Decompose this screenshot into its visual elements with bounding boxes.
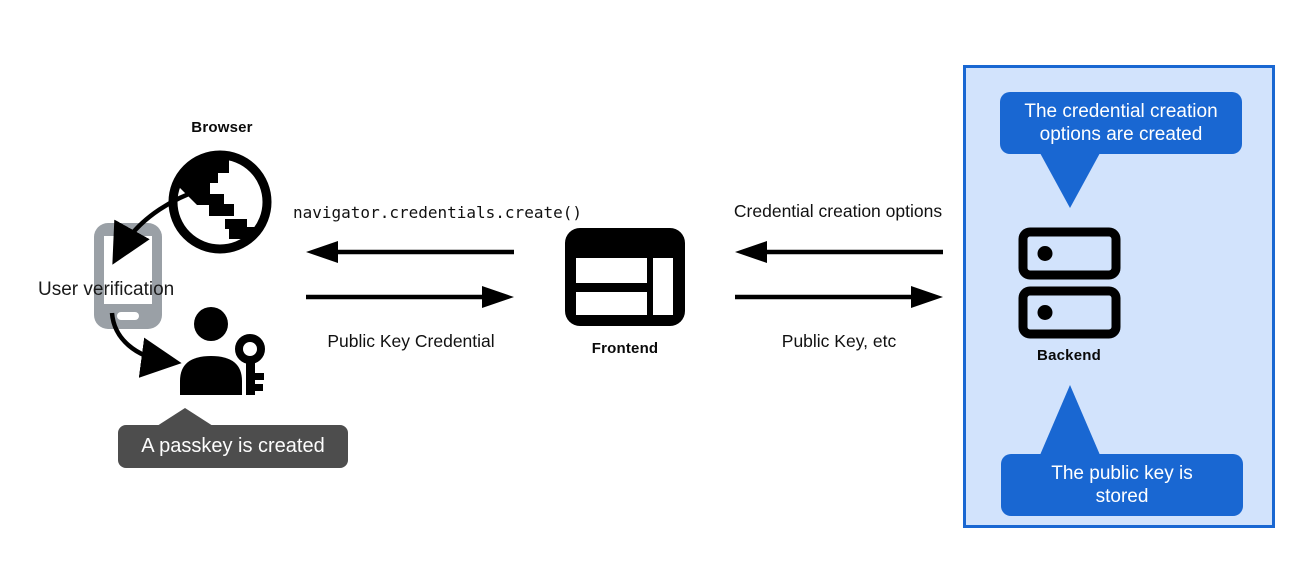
create-call-label: navigator.credentials.create() — [293, 203, 582, 222]
person-key-icon — [180, 307, 265, 395]
arrow-frontend-to-backend-icon — [735, 286, 943, 308]
key-stored-text: The public key is stored — [1051, 462, 1193, 507]
public-key-credential-label: Public Key Credential — [327, 331, 495, 351]
browser-label: Browser — [191, 119, 253, 136]
key-stored-bubble: The public key is stored — [1001, 454, 1243, 516]
options-created-bubble: The credential creation options are crea… — [1000, 92, 1242, 154]
frontend-icon — [565, 228, 685, 326]
passkey-tooltip-text: A passkey is created — [141, 435, 325, 457]
tooltip-pointer-up-icon — [157, 408, 213, 426]
backend-label: Backend — [1037, 347, 1101, 364]
user-verification-label: User verification — [38, 279, 175, 300]
bubble-pointer-up-icon — [1040, 385, 1100, 455]
curved-arrows-overlay — [109, 186, 203, 378]
passkey-tooltip: A passkey is created — [118, 408, 348, 468]
arrow-backend-to-frontend-icon — [735, 241, 943, 263]
bubble-pointer-down-icon — [1040, 153, 1100, 208]
arrow-phone-to-passkey — [109, 312, 182, 378]
arrow-frontend-to-browser-icon — [306, 241, 514, 263]
server-icon — [1018, 227, 1121, 339]
arrow-browser-to-frontend-icon — [306, 286, 514, 308]
options-created-text: The credential creation options are crea… — [1024, 100, 1218, 145]
frontend-label: Frontend — [591, 340, 659, 357]
arrow-browser-to-phone — [112, 186, 203, 265]
public-key-etc-label: Public Key, etc — [781, 331, 897, 351]
backend-panel: The credential creation options are crea… — [963, 65, 1275, 528]
credential-creation-options-label: Credential creation options — [733, 201, 943, 221]
